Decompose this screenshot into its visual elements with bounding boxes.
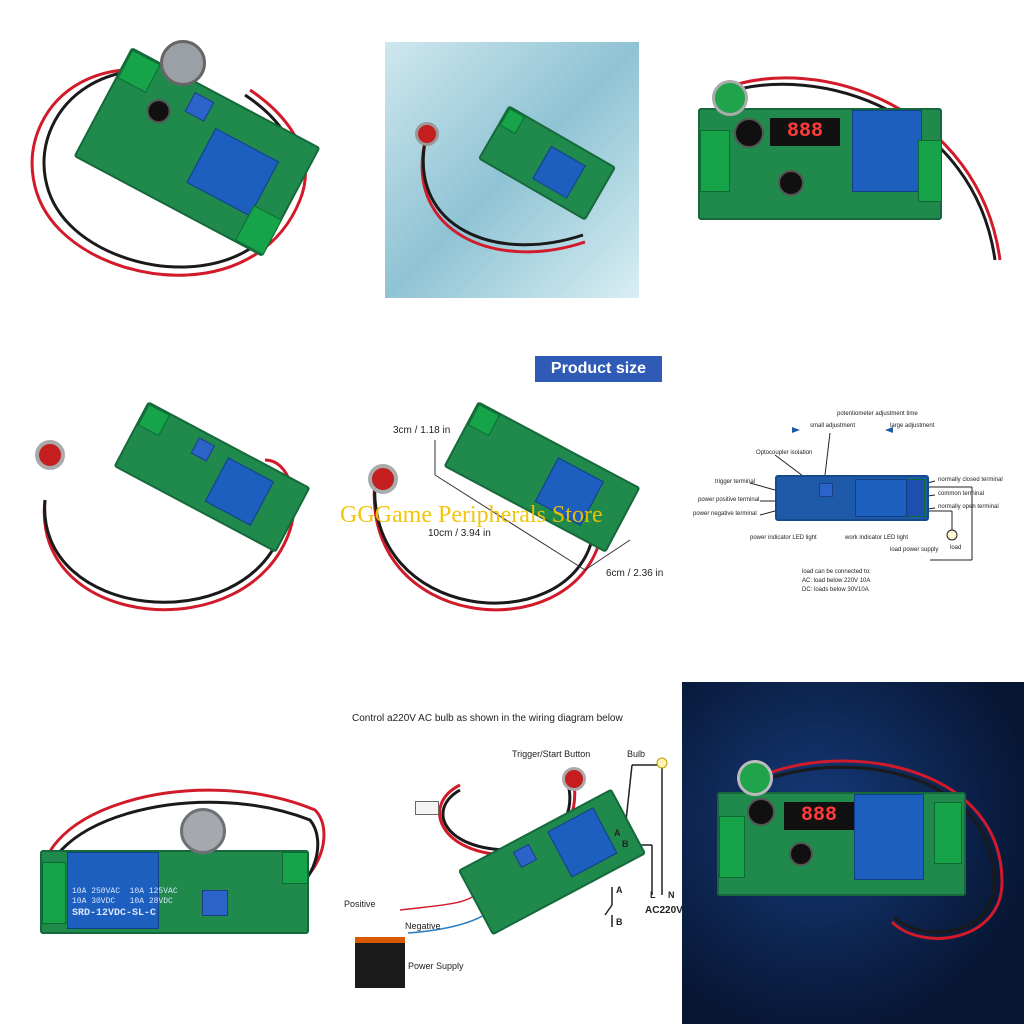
label-switch-b: B — [616, 917, 623, 927]
relay — [852, 110, 922, 192]
capacitor — [747, 798, 775, 826]
product-photo-4 — [20, 400, 320, 650]
capacitor — [734, 118, 764, 148]
screw-terminal — [907, 479, 925, 517]
label-small-adjustment: small adjustment — [810, 423, 856, 429]
label-negative: Negative — [405, 921, 441, 931]
potentiometer — [819, 483, 833, 497]
screw-terminal — [719, 816, 745, 878]
label-a-terminal: A — [614, 828, 621, 838]
label-normally-open: normally open terminal — [938, 504, 999, 510]
label-power-led: power indicator LED light — [750, 535, 817, 541]
relay: 10A 250VAC 10A 125VAC 10A 30VDC 10A 28VD… — [67, 852, 178, 929]
store-watermark: GGGame Peripherals Store — [340, 502, 603, 528]
wire-loop — [372, 440, 631, 612]
push-button — [35, 440, 65, 470]
push-button — [180, 808, 226, 854]
product-photo-3: 888 — [680, 60, 1020, 280]
label-connect-title: load can be connected to: — [802, 569, 871, 575]
relay — [532, 145, 586, 199]
label-potentiometer: potentiometer adjustment time — [837, 411, 918, 417]
push-button — [368, 464, 398, 494]
relay — [204, 457, 275, 526]
product-photo-6: 888 — [682, 682, 1024, 1024]
label-positive: Positive — [344, 899, 376, 909]
label-trigger-terminal: trigger terminal — [715, 479, 756, 485]
label-b-terminal: B — [622, 839, 629, 849]
label-switch-a: A — [616, 885, 623, 895]
label-large-adjustment: large adjustment — [890, 423, 935, 429]
relay — [547, 807, 618, 878]
label-dc-load: DC: loads below 30V10A — [802, 587, 869, 593]
capacitor — [142, 94, 175, 128]
label-power-positive: power positive terminal — [698, 497, 760, 503]
relay — [186, 127, 280, 217]
label-power-supply: Power Supply — [408, 961, 464, 971]
screw-terminal — [700, 130, 730, 192]
screw-terminal — [934, 802, 962, 864]
product-photo-1 — [0, 0, 340, 340]
label-bulb: Bulb — [627, 749, 646, 759]
wire-loop — [420, 141, 586, 254]
label-load: load — [950, 545, 962, 551]
label-common: common terminal — [938, 491, 985, 497]
relay — [855, 479, 907, 517]
product-photo-5: 10A 250VAC 10A 125VAC 10A 30VDC 10A 28VD… — [15, 770, 335, 960]
potentiometer — [190, 437, 216, 462]
screw-terminal — [42, 862, 66, 924]
push-button — [737, 760, 773, 796]
connector-plug — [415, 801, 439, 815]
capacitor — [778, 170, 804, 196]
height-dimension: 3cm / 1.18 in — [393, 425, 451, 436]
length-dimension: 10cm / 3.94 in — [428, 528, 491, 539]
label-n: N — [668, 890, 675, 900]
potentiometer — [202, 890, 228, 916]
label-load-supply: load power supply — [890, 547, 939, 553]
product-photo-2 — [385, 42, 639, 298]
relay-model: SRD-12VDC-SL-C — [72, 908, 157, 919]
push-button — [712, 80, 748, 116]
label-ac-load: AC: load below 220V 10A — [802, 578, 871, 584]
pcb-board: 10A 250VAC 10A 125VAC 10A 30VDC 10A 28VD… — [40, 850, 309, 934]
relay — [854, 794, 924, 880]
pcb-board: 888 — [698, 108, 942, 220]
screw-terminal — [282, 852, 308, 884]
label-trigger-button: Trigger/Start Button — [512, 749, 591, 759]
label-normally-closed: normally closed terminal — [938, 477, 1003, 483]
bulb-wiring-diagram: Control a220V AC bulb as shown in the wi… — [340, 705, 685, 1005]
relay-rating-2: 10A 30VDC 10A 28VDC — [72, 897, 173, 906]
pcb-board: 888 — [717, 792, 966, 896]
led-display: 888 — [770, 118, 840, 146]
capacitor — [789, 842, 813, 866]
label-power-negative: power negative terminal — [693, 511, 757, 517]
label-l: L — [650, 890, 656, 900]
product-size-label: Product size — [550, 360, 647, 377]
battery — [355, 937, 405, 988]
wiring-title: Control a220V AC bulb as shown in the wi… — [352, 713, 623, 724]
relay-rating-1: 10A 250VAC 10A 125VAC — [72, 887, 178, 896]
wire-loop — [771, 759, 1004, 940]
push-button — [415, 122, 439, 146]
label-ac220v: AC220V — [645, 905, 683, 916]
product-size-banner: Product size — [535, 356, 662, 382]
push-button — [160, 40, 206, 86]
dimension-photo: 3cm / 1.18 in 10cm / 3.94 in 6cm / 2.36 … — [340, 400, 685, 650]
led-display: 888 — [784, 802, 854, 830]
screw-terminal — [918, 140, 942, 202]
label-work-led: work indicator LED light — [845, 535, 909, 541]
potentiometer — [184, 92, 215, 122]
potentiometer — [512, 843, 538, 869]
terminal-diagram: potentiometer adjustment time small adju… — [690, 405, 1022, 605]
width-dimension: 6cm / 2.36 in — [606, 568, 664, 579]
label-optocoupler: Optocoupler isolation — [756, 450, 813, 456]
pcb-board — [775, 475, 929, 521]
trigger-push-button — [562, 767, 586, 791]
